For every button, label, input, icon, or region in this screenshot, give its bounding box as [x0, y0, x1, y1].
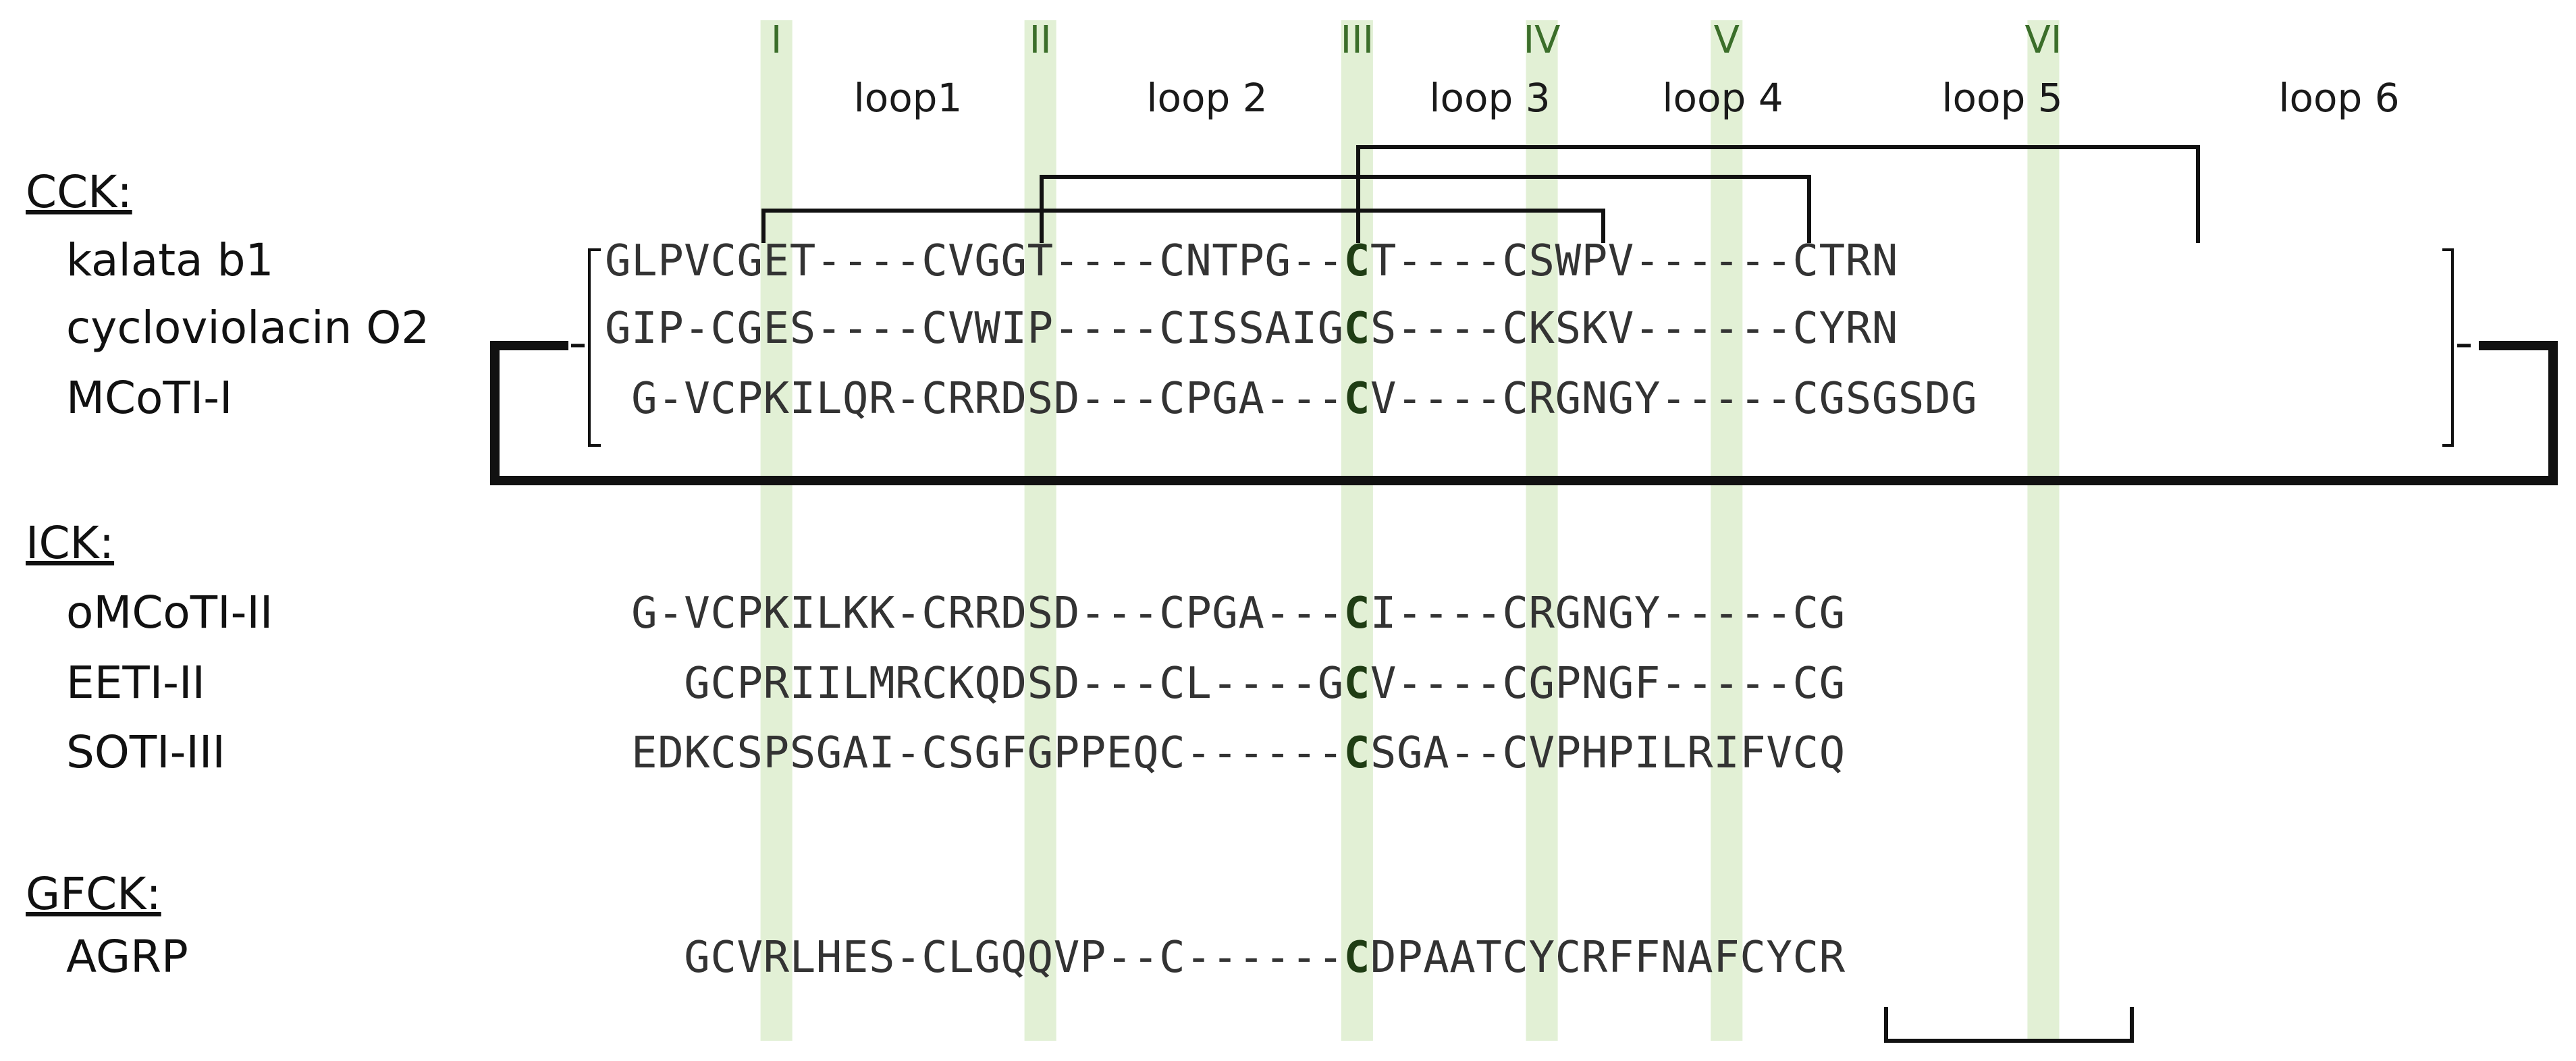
sequence-name: SOTI-III	[66, 726, 225, 778]
group-label: GFCK:	[26, 868, 161, 920]
sequence-text: GCVRLHES-CLGQQVP--C------CDPAATCYCRFFNAF…	[605, 933, 1846, 983]
cysteine-band-1	[760, 20, 793, 1041]
group-label: CCK:	[26, 166, 132, 218]
cysteine-label-3: III	[1341, 18, 1374, 62]
cyclic-backbone-connector	[490, 341, 2558, 485]
disulfide-bond-brackets	[490, 145, 2558, 1043]
sequence-name: oMCoTI-II	[66, 587, 273, 638]
cysteine-band-6	[2027, 20, 2060, 1041]
sequence-name: AGRP	[66, 931, 188, 983]
cysteine-band-2	[1024, 20, 1056, 1041]
sequence-text: GCPRIILMRCKQDSD---CL----GCV----CGPNGF---…	[605, 659, 1845, 709]
group-label: ICK:	[26, 517, 114, 569]
disulfide-bond-II-V	[1040, 175, 1811, 243]
sequence-text: EDKCSPSGAI-CSGFGPPEQC------CSGA--CVPHPIL…	[605, 728, 1845, 778]
sequence-text: G-VCPKILKK-CRRDSD---CPGA---CI----CRGNGY-…	[605, 589, 1845, 638]
loop-label-3: loop 3	[1429, 75, 1550, 121]
loop-label-5: loop 5	[1941, 75, 2062, 121]
sequence-name: kalata b1	[66, 234, 273, 286]
disulfide-bond-III-VI	[1356, 145, 2200, 243]
cysteine-column-bands	[760, 20, 2060, 1041]
sequence-name: MCoTI-I	[66, 372, 232, 424]
sequence-group-bracket-right	[2442, 248, 2454, 447]
loop-label-1: loop1	[854, 75, 963, 121]
cysteine-label-4: IV	[1524, 18, 1561, 62]
cysteine-band-4	[1526, 20, 1558, 1041]
sequence-group-bracket-left	[588, 248, 601, 447]
disulfide-bond-I-IV	[761, 209, 1605, 243]
cysteine-label-2: II	[1029, 18, 1052, 62]
loop-labels: loop1 loop 2 loop 3 loop 4 loop 5 loop 6	[854, 75, 2400, 121]
sequence-text: G-VCPKILQR-CRRDSD---CPGA---CV----CRGNGY-…	[605, 374, 1977, 424]
agrp-extra-disulfide-bracket	[1884, 1007, 2134, 1043]
loop-label-6: loop 6	[2278, 75, 2399, 121]
loop-label-4: loop 4	[1662, 75, 1783, 121]
sequence-text: GLPVCGET----CVGGT----CNTPG--CT----CSWPV-…	[605, 236, 1898, 286]
sequence-name: EETI-II	[66, 657, 205, 709]
sequence-text: GIP-CGES----CVWIP----CISSAIGCS----CKSKV-…	[605, 304, 1898, 354]
cysteine-label-6: VI	[2025, 18, 2062, 62]
sequence-name: cycloviolacin O2	[66, 302, 429, 354]
cysteine-band-5	[1711, 20, 1743, 1041]
alignment-rows: CCK: kalata b1 GLPVCGET----CVGGT----CNTPG-…	[26, 166, 1977, 983]
cysteine-label-1: I	[771, 18, 782, 62]
cysteine-label-5: V	[1714, 18, 1740, 62]
loop-label-2: loop 2	[1146, 75, 1267, 121]
